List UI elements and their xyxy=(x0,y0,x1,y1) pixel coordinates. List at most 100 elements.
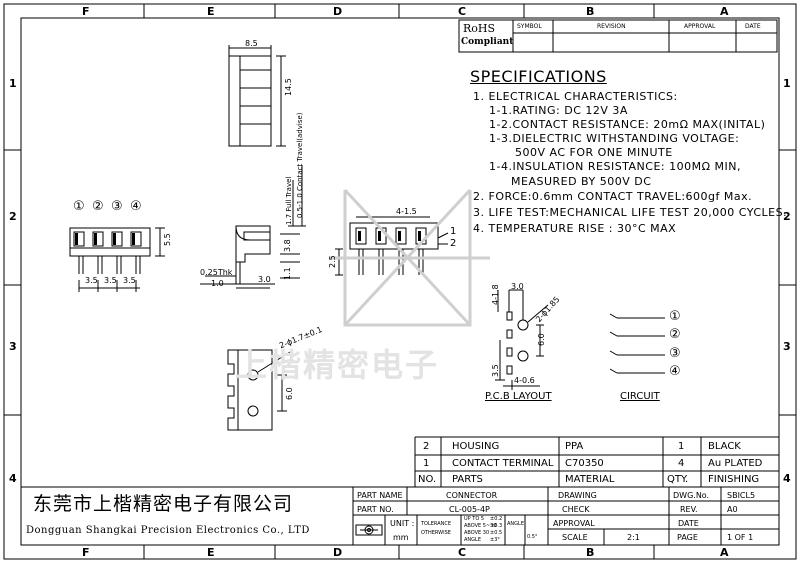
zone-right-4: 4 xyxy=(783,472,791,485)
tol-row1: UP TO 5 xyxy=(464,516,485,522)
bom-header-parts: PARTS xyxy=(452,474,483,485)
zone-right-3: 3 xyxy=(783,340,791,353)
zone-top-a: A xyxy=(720,5,729,18)
bom-row1-qty: 1 xyxy=(678,441,685,452)
check-label: CHECK xyxy=(562,505,590,514)
part-no-label: PART NO. xyxy=(357,505,394,514)
dim-8-5: 8.5 xyxy=(245,39,258,48)
rev-symbol-header: SYMBOL xyxy=(517,23,542,30)
spec-line-1-3: 1-3.DIELECTRIC WITHSTANDING VOLTAGE: xyxy=(489,132,740,145)
spec-line-1-2: 1-2.CONTACT RESISTANCE: 20mΩ MAX(INITAL) xyxy=(489,118,766,131)
spec-line-3: 3. LIFE TEST:MECHANICAL LIFE TEST 20,000… xyxy=(473,206,788,219)
bom-header-material: MATERIAL xyxy=(565,474,615,485)
bom-row1-material: PPA xyxy=(565,441,584,452)
tol-row4: ANGLE xyxy=(464,537,481,543)
dim-1-1: 1.1 xyxy=(283,267,292,280)
dwg-no-value: SBICL5 xyxy=(727,491,756,500)
pcb-dim-3-0: 3.0 xyxy=(511,282,524,291)
pin-label-4: ④ xyxy=(130,199,142,214)
rev-revision-header: REVISION xyxy=(597,23,626,30)
angle-label: ANGLE xyxy=(507,521,524,527)
circuit-label-2: ② xyxy=(669,327,681,342)
callout-2: 2 xyxy=(450,238,457,249)
rohs-label: RoHS xyxy=(463,22,496,35)
circuit-label-3: ③ xyxy=(669,346,681,361)
dim-3-8: 3.8 xyxy=(283,239,292,252)
circuit-caption: CIRCUIT xyxy=(620,391,660,402)
dim-14-5: 14.5 xyxy=(284,78,293,96)
tol-row3: ABOVE 30 xyxy=(464,530,490,536)
tolerance-label: TOLERANCE xyxy=(421,521,452,527)
zone-right-2: 2 xyxy=(783,210,791,223)
dim-pitch-3: 3.5 xyxy=(123,276,136,285)
part-name-value: CONNECTOR xyxy=(446,491,498,500)
dim-pitch-2: 3.5 xyxy=(104,276,117,285)
dim-5-5: 5.5 xyxy=(163,233,172,246)
zone-top-f: F xyxy=(82,5,90,18)
zone-bottom-e: E xyxy=(207,546,215,559)
bom-row2-no: 1 xyxy=(423,458,430,469)
zone-bottom-d: D xyxy=(333,546,343,559)
zone-top-d: D xyxy=(333,5,343,18)
bom-row2-qty: 4 xyxy=(678,458,685,469)
page-label: PAGE xyxy=(677,533,698,542)
drawing-label: DRAWING xyxy=(558,491,597,500)
bom-row1-part: HOUSING xyxy=(452,441,500,452)
dim-1-0: 1.0 xyxy=(211,279,224,288)
bom-row2-part: CONTACT TERMINAL xyxy=(452,458,554,469)
spec-line-1-1: 1-1.RATING: DC 12V 3A xyxy=(489,104,628,117)
pcb-dim-4-1-8: 4-1.8 xyxy=(491,284,500,305)
specifications-title: SPECIFICATIONS xyxy=(470,67,607,86)
dim-full-travel: 1.7 Full Travel xyxy=(285,176,293,225)
zone-right-1: 1 xyxy=(783,77,791,90)
unit-label: UNIT : xyxy=(390,519,415,528)
part-no-value: CL-005-4P xyxy=(449,505,490,514)
tol-row4-value: ±3° xyxy=(490,537,500,543)
spec-line-1: 1. ELECTRICAL CHARACTERISTICS: xyxy=(473,90,678,103)
pin-label-3: ③ xyxy=(111,199,123,214)
company-name-en: Dongguan Shangkai Precision Electronics … xyxy=(26,525,310,536)
pcb-dim-4-0-6: 4-0.6 xyxy=(514,376,535,385)
rev-date-header: DATE xyxy=(745,23,761,30)
part-name-label: PART NAME xyxy=(357,491,403,500)
scale-value: 2:1 xyxy=(627,533,640,542)
approval-label: APPROVAL xyxy=(553,519,595,528)
bom-row1-finishing: BLACK xyxy=(708,441,741,452)
tol-row3-value: ±0.5 xyxy=(490,530,503,536)
spec-line-2: 2. FORCE:0.6mm CONTACT TRAVEL:600gf Max. xyxy=(473,190,753,203)
dim-contact-travel: 0.5-1.0 Contact Travel(advise) xyxy=(296,112,304,218)
zone-bottom-c: C xyxy=(458,546,467,559)
callout-1: 1 xyxy=(450,226,457,237)
dim-6-0: 6.0 xyxy=(285,387,294,400)
dim-pitch-1: 3.5 xyxy=(85,276,98,285)
dim-4-1-5: 4-1.5 xyxy=(396,207,417,216)
tol-row1-value: ±0.2 xyxy=(490,516,503,522)
dim-3-0: 3.0 xyxy=(258,275,271,284)
zone-bottom-f: F xyxy=(82,546,90,559)
zone-left-4: 4 xyxy=(9,472,17,485)
dim-0-25thk: 0.25Thk xyxy=(200,268,233,277)
scale-label: SCALE xyxy=(562,533,588,542)
zone-left-2: 2 xyxy=(9,210,17,223)
pcb-dim-3-5: 3.5 xyxy=(491,364,500,377)
watermark-text: 上楷精密电子 xyxy=(235,346,440,384)
zone-top-e: E xyxy=(207,5,215,18)
rev-approval-header: APPROVAL xyxy=(684,23,716,30)
spec-line-1-4: 1-4.INSULATION RESISTANCE: 100MΩ MIN, xyxy=(489,160,741,173)
unit-value: mm xyxy=(393,533,409,542)
rev-value: A0 xyxy=(727,505,738,514)
tol-row2-value: ±0.3 xyxy=(490,523,503,529)
pin-label-1: ① xyxy=(73,199,85,214)
zone-top-c: C xyxy=(458,5,467,18)
page-value: 1 OF 1 xyxy=(727,533,754,542)
spec-line-1-4b: MEASURED BY 500V DC xyxy=(511,175,652,188)
dwg-no-label: DWG.No. xyxy=(673,491,710,500)
rohs-compliant-label: Compliant xyxy=(461,37,514,47)
date-label: DATE xyxy=(678,519,699,528)
otherwise-label: OTHERWISE xyxy=(421,530,451,536)
zone-left-3: 3 xyxy=(9,340,17,353)
company-name-cn: 东莞市上楷精密电子有限公司 xyxy=(33,493,294,515)
zone-bottom-a: A xyxy=(720,546,729,559)
